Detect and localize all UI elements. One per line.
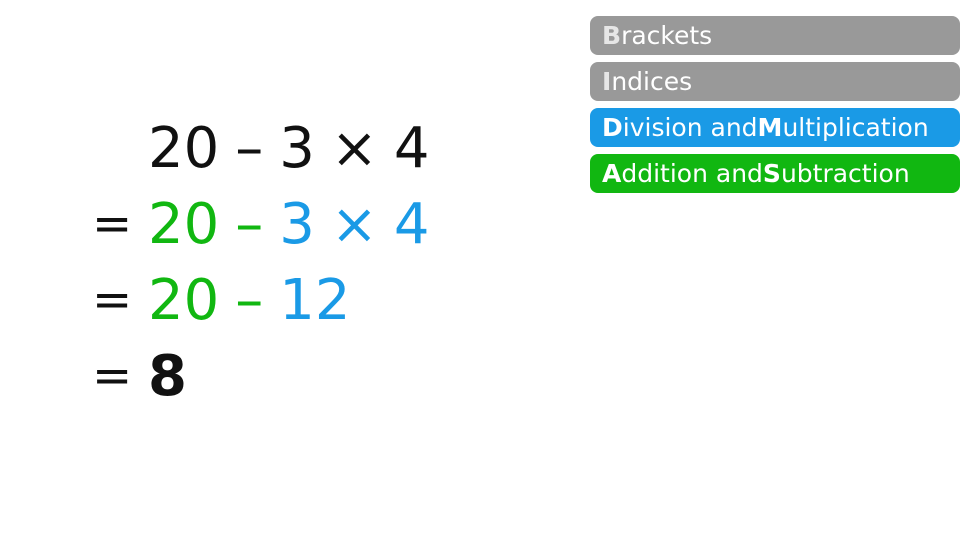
operand-12: 12	[279, 267, 351, 333]
operand-20: 20	[148, 191, 220, 257]
legend-indices-text: ndices	[611, 67, 693, 96]
operand-3: 3	[279, 115, 315, 181]
equals-sign: =	[92, 272, 133, 328]
legend-multiplication-text: ultiplication	[782, 113, 929, 142]
times-sign: ×	[330, 191, 378, 257]
legend-subtraction-initial: S	[762, 159, 781, 188]
equals-sign: =	[92, 348, 133, 404]
step-multiplied-line: = 20 – 12	[92, 262, 429, 338]
operand-20: 20	[148, 115, 220, 181]
minus-sign: –	[235, 115, 264, 181]
equals-sign: =	[92, 196, 133, 252]
operand-3: 3	[279, 191, 315, 257]
operand-20: 20	[148, 267, 220, 333]
result-line: = 8	[92, 338, 429, 414]
legend-brackets-initial: B	[602, 21, 622, 50]
legend-brackets-text: rackets	[621, 21, 713, 50]
legend-multiplication-initial: M	[757, 113, 783, 142]
expression-line: 20 – 3 × 4	[92, 110, 429, 186]
legend-addition-text: ddition and	[621, 159, 763, 188]
legend-division-initial: D	[602, 113, 623, 142]
legend-indices-initial: I	[602, 67, 612, 96]
minus-sign: –	[235, 267, 264, 333]
operand-4: 4	[393, 115, 430, 181]
minus-sign: –	[235, 191, 264, 257]
legend-addition-initial: A	[602, 159, 622, 188]
operand-4: 4	[393, 191, 430, 257]
result-value: 8	[148, 343, 187, 409]
calculation-working: 20 – 3 × 4 = 20 – 3 × 4 = 20 – 12 = 8	[92, 110, 429, 414]
legend-division-text: ivision and	[622, 113, 758, 142]
legend-subtraction-text: ubtraction	[780, 159, 910, 188]
times-sign: ×	[330, 115, 378, 181]
step-colored-line: = 20 – 3 × 4	[92, 186, 429, 262]
